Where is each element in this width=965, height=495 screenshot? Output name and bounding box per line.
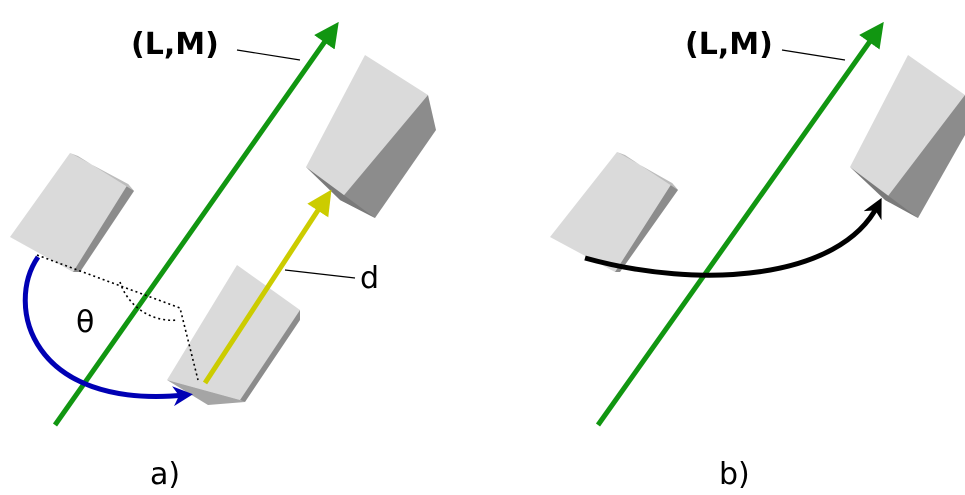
screw-motion-arrow: [584, 197, 882, 278]
initial-box-a: [10, 153, 134, 272]
screw-axis-b: [595, 21, 884, 427]
angle-construction-lines: [36, 254, 199, 381]
axis-label-leader-b: [781, 49, 846, 61]
d-label-leader: [284, 269, 356, 279]
axis-label-b: (L,M): [685, 27, 773, 62]
rotation-arrow: [22, 255, 193, 407]
translation-arrow: [202, 189, 332, 385]
final-box-b: [850, 55, 965, 218]
angle-label: θ: [76, 305, 94, 340]
initial-box-b: [550, 152, 678, 272]
axis-label-leader-a: [236, 49, 301, 61]
screw-axis-a: [52, 21, 339, 427]
final-box-a: [306, 55, 436, 218]
panel-b: (L,M) b): [550, 21, 965, 492]
panel-a: (L,M) θ d a): [10, 21, 436, 492]
translation-label: d: [360, 261, 379, 296]
caption-a: a): [150, 457, 180, 492]
caption-b: b): [719, 457, 750, 492]
axis-label-a: (L,M): [131, 27, 219, 62]
